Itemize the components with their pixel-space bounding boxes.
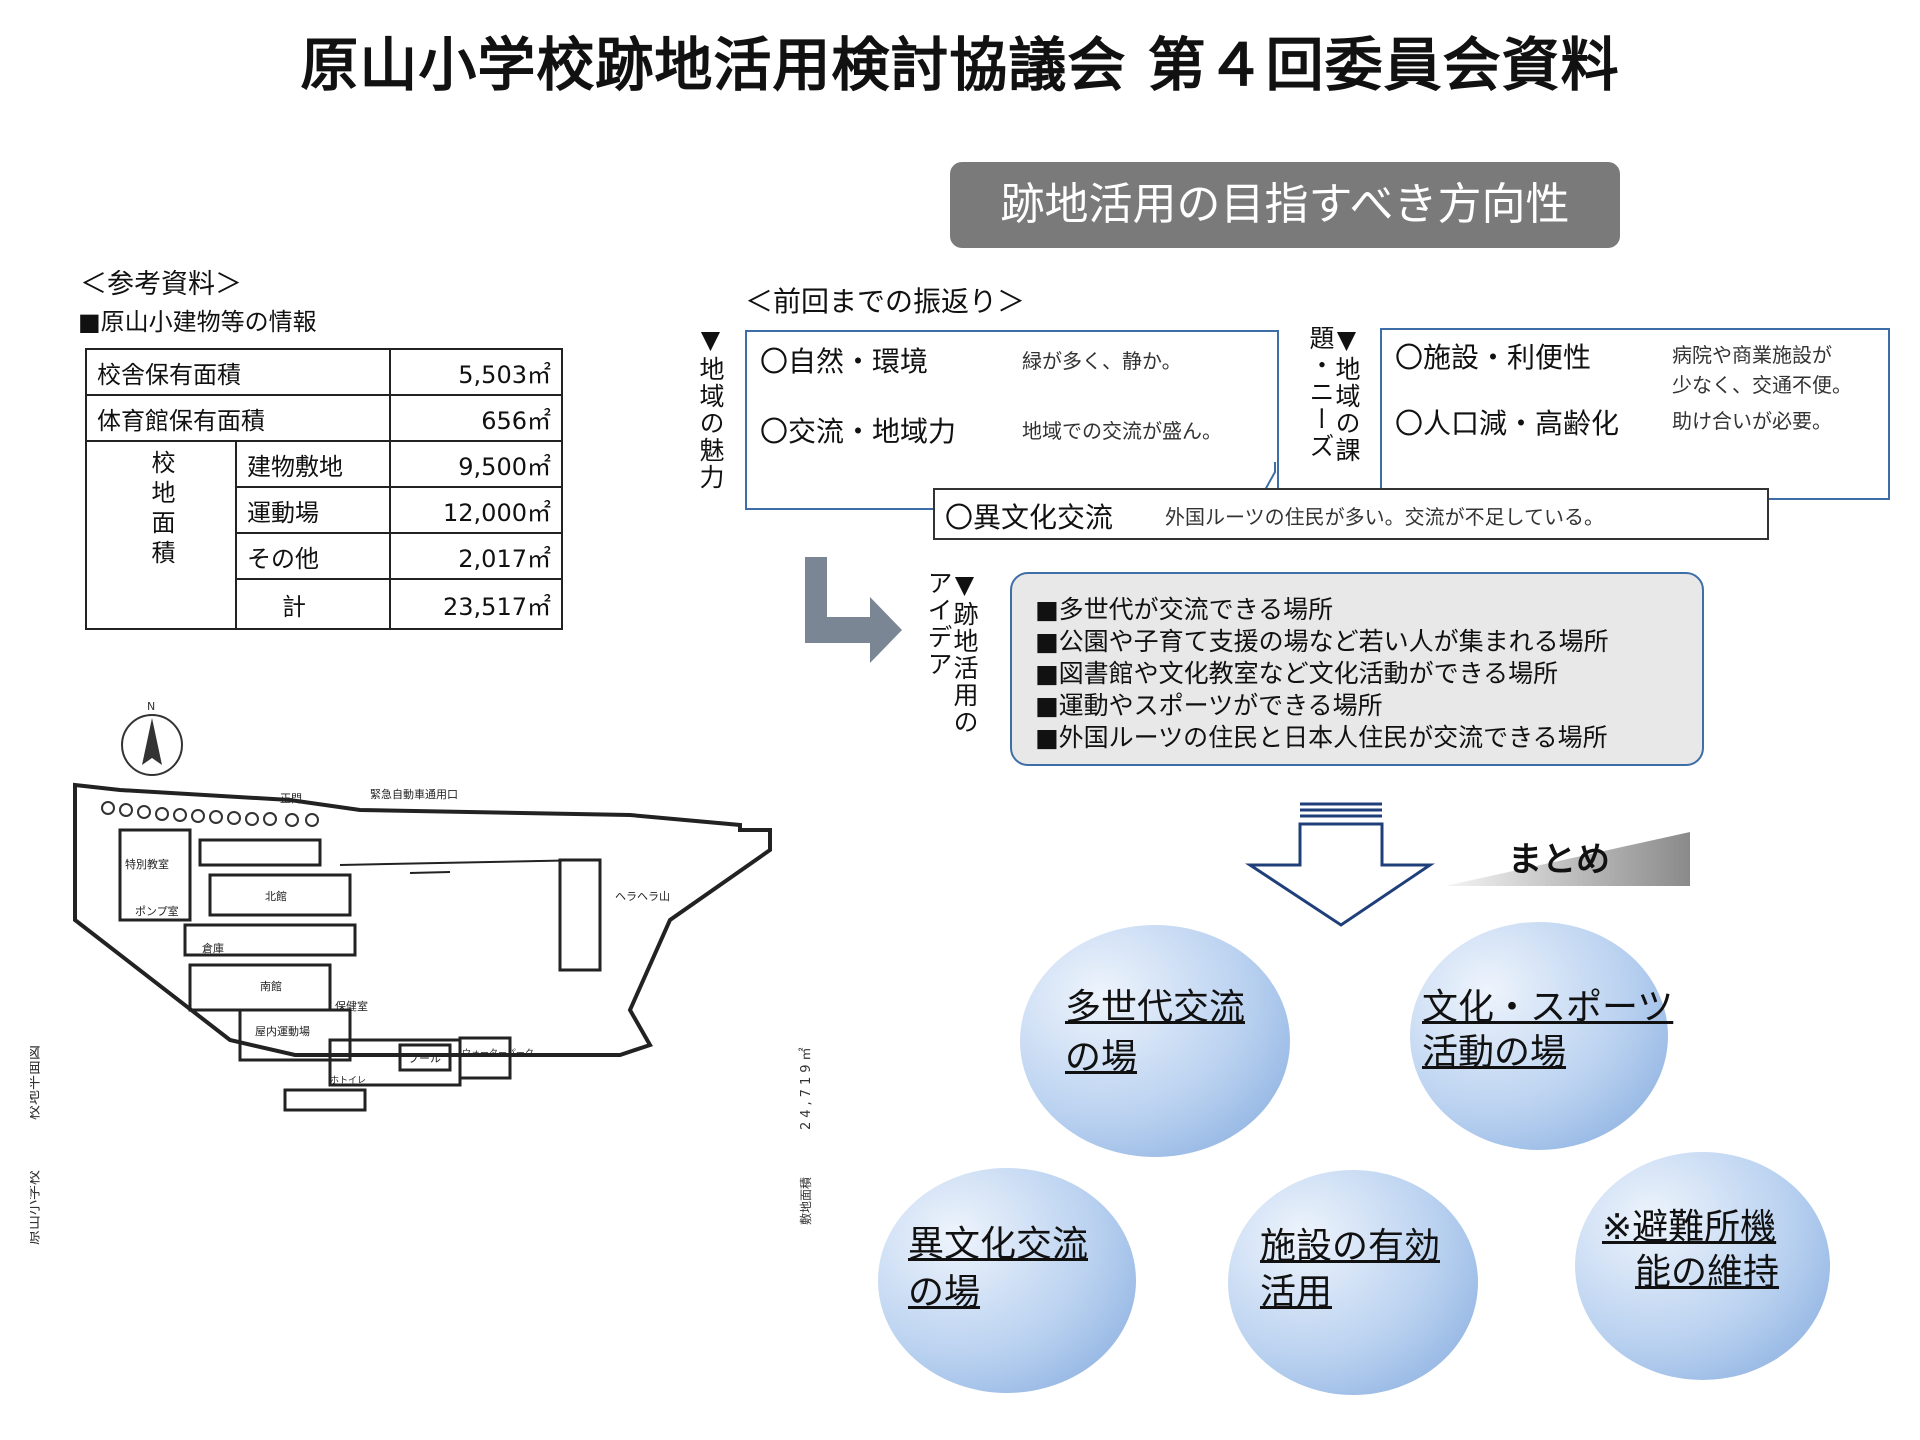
table-cell-label: その他 — [235, 532, 391, 580]
direction-badge: 跡地活用の目指すべき方向性 — [950, 162, 1620, 248]
table-row: その他 2,017㎡ — [86, 532, 563, 580]
facility-note-2: 少なく、交通不便。 — [1672, 373, 1852, 397]
summary-wedge — [1445, 832, 1690, 886]
table-cell-label: 体育館保有面積 — [85, 394, 391, 442]
map-label-special: 特別教室 — [125, 857, 169, 871]
summary-circle — [1020, 925, 1290, 1157]
map-label-indoor: 屋内運動場 — [255, 1024, 310, 1038]
table-row: 校地面積 建物敷地 9,500㎡ — [85, 440, 563, 630]
north-arrow-icon — [142, 718, 162, 765]
map-label-gym-storage: 保健室 — [335, 999, 368, 1013]
nature-item: 〇自然・環境 — [760, 345, 929, 378]
tree-row — [101, 801, 319, 827]
summary-circle-line1: 異文化交流 — [908, 1224, 1089, 1265]
ideas-box — [1010, 572, 1704, 766]
summary-circle-line1: ※避難所機 — [1602, 1207, 1777, 1248]
facility-note-1: 病院や商業施設が — [1672, 343, 1832, 367]
summary-circle-line1: 施設の有効 — [1260, 1226, 1441, 1267]
table-cell-value: 2,017㎡ — [389, 532, 563, 580]
map-caption-area-label: 敷地面積 — [798, 1177, 813, 1225]
map-label-north-bldg: 北館 — [265, 889, 287, 903]
table-row: 校舎保有面積 5,503㎡ — [85, 348, 563, 396]
summary-circle-line2: の場 — [1065, 1037, 1138, 1078]
table-cell-label: 建物敷地 — [235, 440, 391, 488]
summary-circle-line1: 多世代交流 — [1065, 987, 1246, 1028]
charm-box — [745, 330, 1279, 510]
map-label-hill: ヘラヘラ山 — [615, 890, 670, 903]
map-caption-area: 24,719㎡ — [799, 1044, 814, 1131]
idea-item: ■公園や子育て支援の場など若い人が集まれる場所 — [1035, 627, 1609, 656]
intercultural-box — [933, 488, 1769, 540]
map-label-pump: ポンプ室 — [135, 904, 179, 918]
box-corner-fold — [1264, 462, 1276, 491]
summary-circle — [878, 1168, 1136, 1393]
table-cell-label: 校舎保有面積 — [85, 348, 391, 396]
idea-item: ■外国ルーツの住民と日本人住民が交流できる場所 — [1035, 723, 1608, 752]
table-row: 計 23,517㎡ — [86, 578, 563, 630]
summary-label: まとめ — [1508, 840, 1610, 880]
map-label-toilet: ホトイレ — [330, 1075, 366, 1086]
summary-circle-line2: 活動の場 — [1422, 1032, 1567, 1073]
exchange-note: 地域での交流が盛ん。 — [1022, 419, 1222, 443]
table-cell-value: 9,500㎡ — [389, 440, 563, 488]
map-label-gate: 正門 — [280, 792, 302, 805]
map-label-pool: プール — [408, 1052, 441, 1065]
issues-label: ▼地域の課題・ニーズ — [1306, 325, 1361, 464]
summary-circle-line2: の場 — [908, 1272, 981, 1313]
table-cell-label: 計 — [235, 578, 391, 630]
aging-item: 〇人口減・高齢化 — [1395, 407, 1620, 440]
buildings — [118, 828, 602, 1112]
table-cell-value: 23,517㎡ — [389, 578, 563, 630]
charm-label: ▼地域の魅力 — [696, 325, 725, 491]
idea-item: ■図書館や文化教室など文化活動ができる場所 — [1035, 659, 1559, 688]
table-cell-label: 運動場 — [235, 486, 391, 534]
building-info-table: 校舎保有面積 5,503㎡ 体育館保有面積 656㎡ 校地面積 建物敷地 9,5… — [85, 348, 563, 630]
summary-circle — [1410, 922, 1668, 1150]
ideas-label: ▼跡地活用のアイデア — [924, 570, 979, 736]
table-cell-value: 12,000㎡ — [389, 486, 563, 534]
track-lines — [339, 859, 591, 874]
table-cell-value: 5,503㎡ — [389, 348, 563, 396]
site-boundary — [73, 782, 772, 1057]
summary-circle — [1575, 1152, 1830, 1380]
north-label: N — [147, 700, 155, 713]
summary-circle-line2: 能の維持 — [1635, 1252, 1780, 1293]
map-label-emergency: 緊急自動車通用口 — [370, 787, 458, 801]
table-row: 運動場 12,000㎡ — [86, 486, 563, 534]
map-caption-school: 原山小学校 — [30, 1170, 42, 1245]
map-label-south-bldg: 南館 — [260, 979, 282, 993]
down-arrow-icon — [1245, 802, 1435, 927]
table-cell-group: 校地面積 — [85, 440, 237, 630]
idea-item: ■多世代が交流できる場所 — [1035, 595, 1334, 624]
nature-note: 緑が多く、静か。 — [1022, 349, 1182, 373]
aging-note: 助け合いが必要。 — [1672, 409, 1832, 433]
map-caption-plan: 校地平面図 — [30, 1045, 42, 1120]
table-cell-value: 656㎡ — [389, 394, 563, 442]
reference-subheading: ■原山小建物等の情報 — [78, 308, 317, 336]
summary-circle-line1: 文化・スポーツ — [1422, 987, 1674, 1028]
compass-icon — [121, 714, 183, 776]
turn-arrow-icon — [805, 557, 902, 663]
idea-item: ■運動やスポーツができる場所 — [1035, 691, 1383, 720]
reference-heading: ＜参考資料＞ — [80, 269, 242, 300]
intercultural-note: 外国ルーツの住民が多い。交流が不足している。 — [1165, 505, 1604, 529]
summary-circle — [1228, 1170, 1478, 1395]
table-row: 体育館保有面積 656㎡ — [85, 394, 563, 442]
map-label-warehouse: 倉庫 — [202, 941, 224, 955]
site-plan-map: N 正門 緊急自動車通用口 特別教室 北館 南館 ポンプ室 保健室 倉庫 屋内運… — [30, 700, 814, 1245]
map-label-water-park: ウォーターパーク — [462, 1048, 534, 1059]
exchange-item: 〇交流・地域力 — [760, 415, 957, 448]
facility-item: 〇施設・利便性 — [1395, 341, 1592, 374]
intercultural-item: 〇異文化交流 — [945, 501, 1114, 534]
issues-box — [1380, 328, 1890, 500]
review-heading: ＜前回までの振返り＞ — [745, 285, 1026, 318]
summary-circle-line2: 活用 — [1260, 1272, 1333, 1313]
page-title: 原山小学校跡地活用検討協議会 第４回委員会資料 — [300, 31, 1620, 99]
